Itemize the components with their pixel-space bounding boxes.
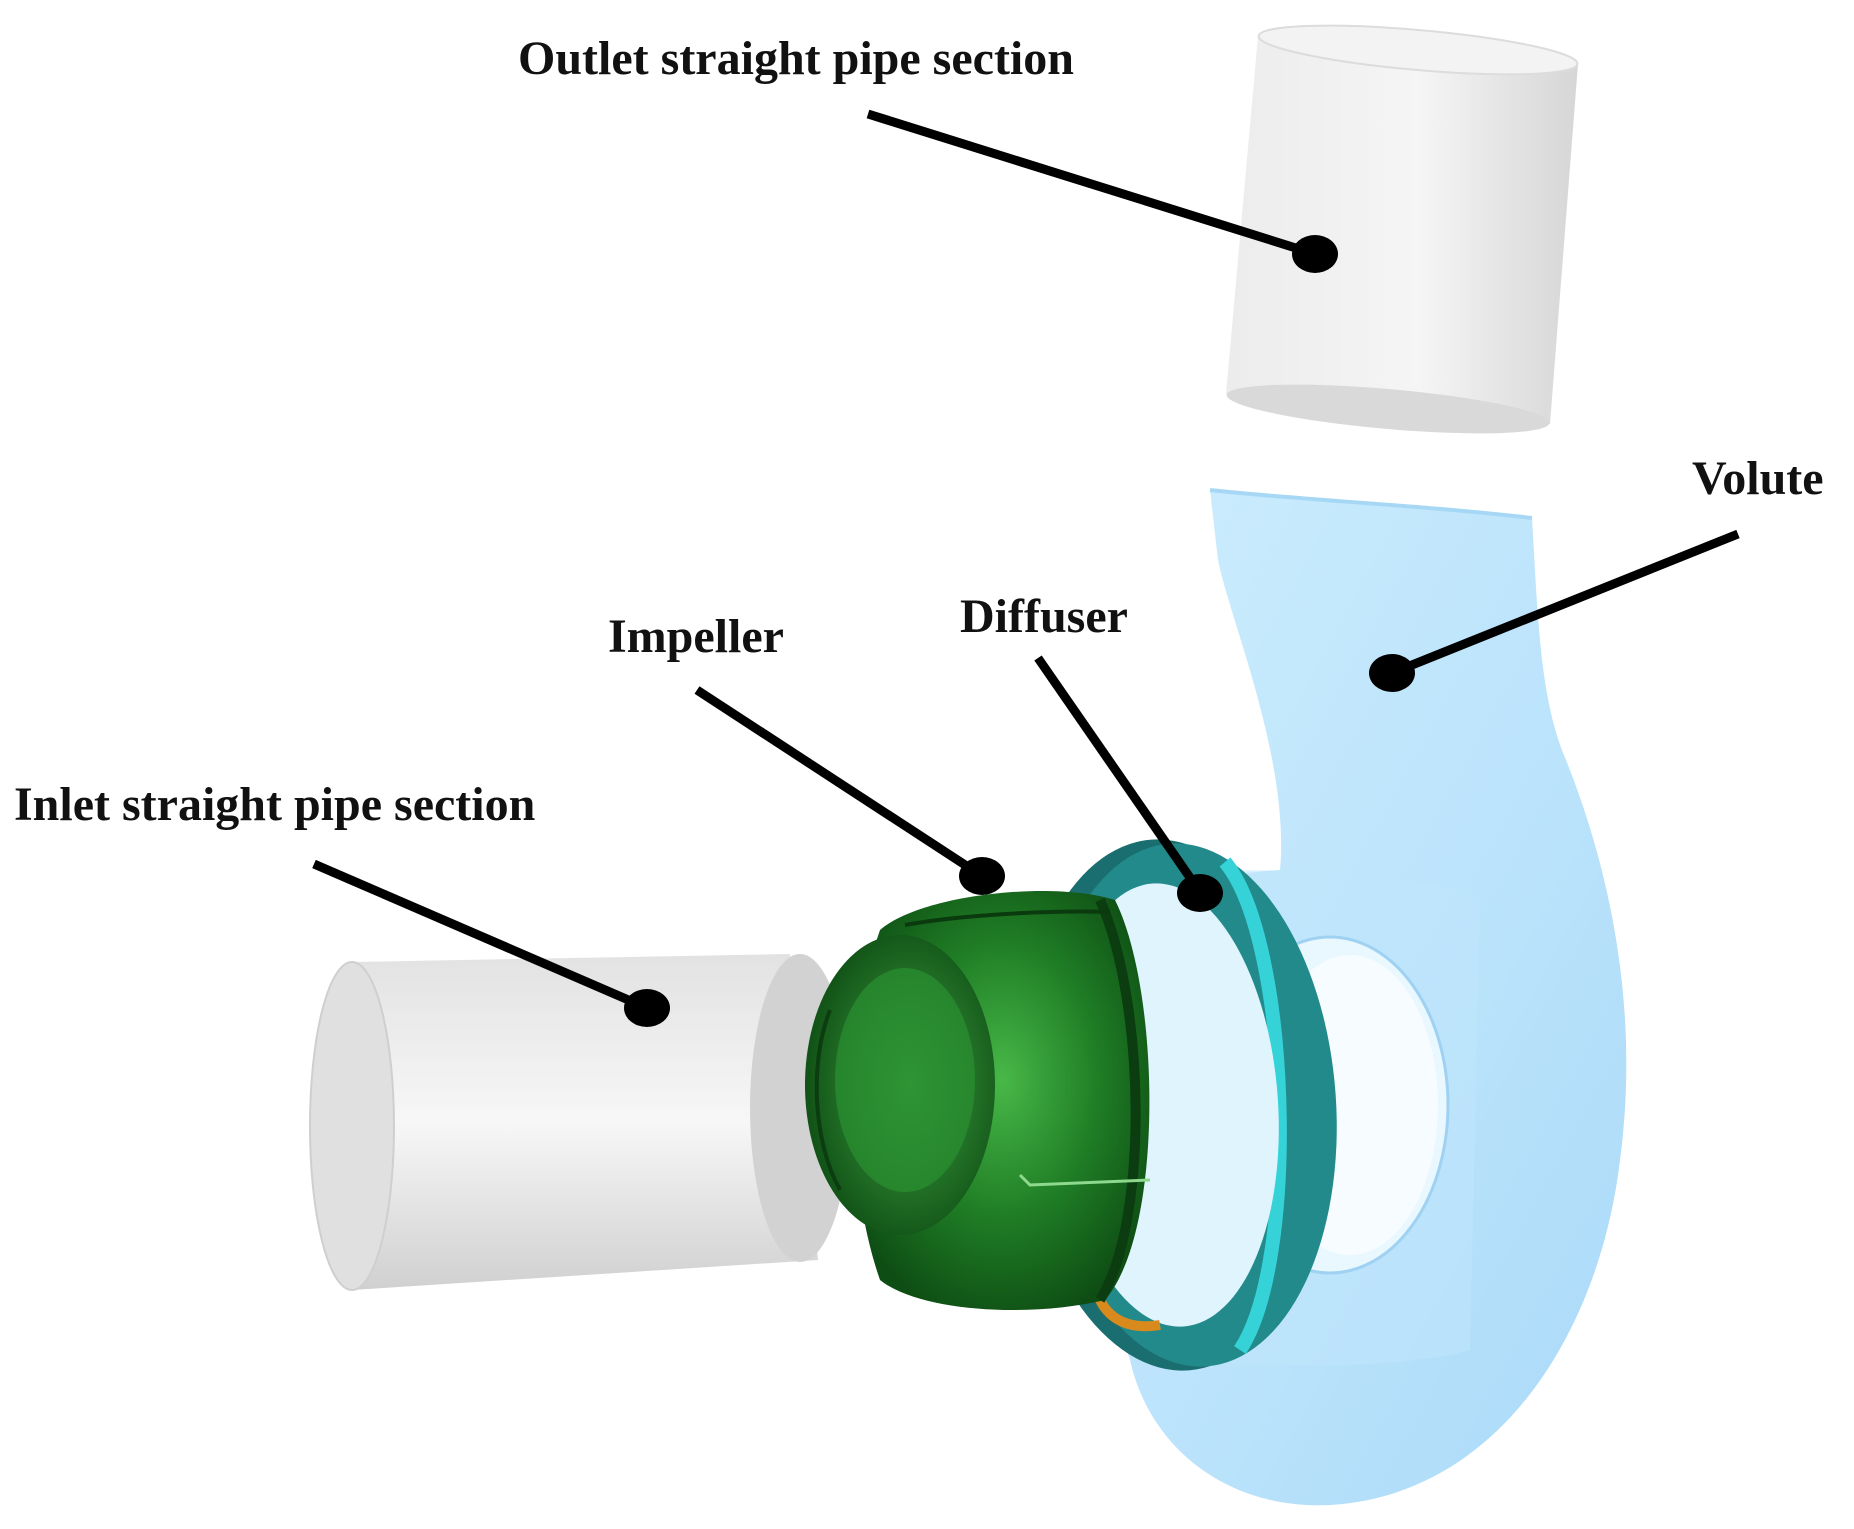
leader-lines	[312, 109, 1740, 1013]
inlet-label: Inlet straight pipe section	[14, 778, 535, 831]
inlet-leader	[312, 859, 649, 1013]
outlet-pipe	[1226, 24, 1579, 434]
inlet-pipe	[309, 954, 850, 1291]
diffuser-label: Diffuser	[960, 590, 1128, 643]
volute-leader	[1390, 529, 1740, 678]
impeller-leader	[694, 686, 985, 880]
inlet-dot	[624, 989, 670, 1027]
volute-dot	[1369, 654, 1415, 692]
outlet-leader	[866, 109, 1317, 259]
impeller-label: Impeller	[608, 610, 784, 663]
diffuser-dot	[1177, 874, 1223, 912]
outlet-dot	[1292, 235, 1338, 273]
impeller	[805, 891, 1151, 1311]
impeller-dot	[959, 857, 1005, 895]
outlet-label: Outlet straight pipe section	[518, 32, 1074, 85]
leader-dots	[624, 235, 1415, 1027]
volute-label: Volute	[1692, 452, 1824, 505]
diffuser-leader	[1034, 655, 1204, 895]
